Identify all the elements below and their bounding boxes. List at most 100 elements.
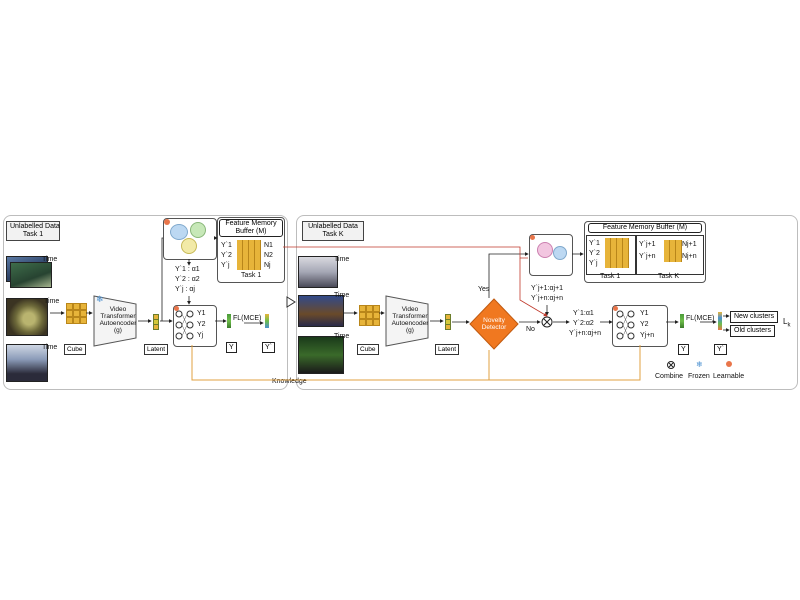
prediction-vector — [227, 314, 231, 328]
y-pred-box: Y` — [714, 344, 727, 355]
combined-pseudo-label: Y`1:α1 — [573, 310, 594, 317]
taskk-data-header: Unlabelled Data Task K — [302, 221, 364, 242]
nn-output: Y2 — [640, 321, 649, 328]
cluster-blob — [553, 246, 567, 260]
fmb-count: N1 — [264, 242, 273, 249]
video-transformer-encoder-left — [93, 295, 137, 347]
video-thumbnail-3 — [6, 344, 48, 382]
fmb-task-label: Task 1 — [600, 273, 621, 280]
nn-output: Yj+n — [640, 332, 655, 339]
learnable-icon — [174, 306, 179, 311]
learnable-icon — [530, 235, 535, 240]
fmb-row-label: Y`2 — [589, 250, 600, 257]
fmb-title: Feature Memory Buffer (M) — [588, 223, 702, 233]
cube-icon — [359, 305, 380, 326]
cube-label: Cube — [64, 344, 86, 355]
cube-icon — [66, 303, 87, 324]
cluster-blob — [170, 224, 188, 240]
learnable-legend-icon — [726, 361, 732, 367]
loss-label: FL(MCE) — [233, 315, 262, 322]
legend-combine: Combine — [655, 373, 684, 380]
knowledge-label: Knowledge — [272, 378, 307, 385]
nn-output: Y1 — [640, 310, 649, 317]
combined-pseudo-label: Y`j+n:αj+n — [569, 330, 602, 337]
combine-icon — [541, 316, 553, 328]
latent-label: Latent — [144, 344, 169, 355]
fmb-row-label: Y`j+1 — [639, 241, 656, 248]
fmb-count: Nj+1 — [682, 241, 697, 248]
video-transformer-encoder-right — [385, 295, 429, 347]
new-pseudo-label: Y`j+n:αj+n — [531, 295, 564, 302]
time-label: Time — [334, 333, 350, 340]
video-thumbnail-2 — [6, 298, 48, 336]
cluster-blob — [190, 222, 206, 238]
task1-data-header: Unlabelled Data Task 1 — [6, 221, 60, 242]
fmb-feature-blocks — [605, 238, 629, 268]
snowflake-icon: ❄ — [96, 294, 104, 304]
fmb-feature-blocks — [664, 240, 682, 262]
learnable-icon — [613, 306, 618, 311]
latent-label: Latent — [435, 344, 460, 355]
fmb-count: Nj+n — [682, 253, 697, 260]
fmb-row-label: Y`1 — [589, 240, 600, 247]
target-vector — [718, 312, 722, 330]
fmb-count: Nj — [264, 262, 271, 269]
legend-learnable: Learnable — [713, 373, 745, 380]
fmb-task-label: Task 1 — [241, 272, 262, 279]
time-label: Time — [44, 298, 60, 305]
cluster-blob — [181, 238, 197, 254]
target-vector — [265, 314, 269, 328]
nn-graph — [616, 310, 635, 340]
fmb-feature-blocks — [237, 240, 261, 270]
nn-output: Yj — [197, 332, 204, 339]
cube-label: Cube — [357, 344, 379, 355]
fmb-row-label: Y`2 — [221, 252, 232, 259]
fmb-new-section — [636, 235, 704, 275]
video-thumbnail-6 — [298, 336, 344, 374]
fmb-row-label: Y`j — [221, 262, 230, 269]
loss-label: FL(MCE) — [686, 315, 715, 322]
latent-vector — [445, 314, 451, 330]
fmb-row-label: Y`j+n — [639, 253, 656, 260]
encoder-label: Video Transformer Autoencoder (g) — [99, 306, 137, 335]
latent-vector — [153, 314, 159, 330]
fmb-title: Feature Memory Buffer (M) — [219, 219, 283, 237]
loss-symbol: Lk — [783, 317, 791, 329]
nn-output: Y2 — [197, 321, 206, 328]
prediction-vector — [680, 314, 684, 328]
nn-output: Y1 — [197, 310, 206, 317]
y-true-box: Y — [226, 342, 237, 353]
y-pred-box: Y` — [262, 342, 275, 353]
video-thumbnail-5 — [298, 295, 344, 327]
pseudo-label: Y`2 : α2 — [175, 276, 200, 283]
video-thumbnail-4 — [298, 256, 338, 288]
pseudo-label: Y`j : αj — [175, 286, 195, 293]
y-true-box: Y — [678, 344, 689, 355]
pseudo-label: Y`1 : α1 — [175, 266, 200, 273]
video-thumbnail-1-back — [10, 262, 52, 288]
encoder-label: Video Transformer Autoencoder (g) — [391, 306, 429, 335]
new-clusters-box: New clusters — [730, 311, 779, 323]
fmb-row-label: Y`j — [589, 260, 598, 267]
old-clusters-box: Old clusters — [730, 325, 775, 337]
time-label: Time — [334, 292, 350, 299]
time-label: Time — [42, 344, 58, 351]
legend-frozen: Frozen — [688, 373, 710, 380]
no-label: No — [526, 326, 535, 333]
fmb-task-label: Task K — [658, 273, 680, 280]
fmb-count: N2 — [264, 252, 273, 259]
time-label: Time — [334, 256, 350, 263]
novelty-detector-label: Novelty Detector — [481, 317, 507, 332]
new-pseudo-label: Y`j+1:αj+1 — [531, 285, 564, 292]
fmb-old-section — [586, 235, 636, 275]
combined-pseudo-label: Y`2:α2 — [573, 320, 594, 327]
time-label: Time — [42, 256, 58, 263]
learnable-icon — [164, 219, 170, 225]
combine-legend-icon — [667, 361, 675, 369]
cluster-blob — [537, 242, 553, 258]
nn-graph — [175, 310, 194, 340]
frozen-legend-icon: ❄ — [696, 360, 703, 369]
yes-label: Yes — [478, 286, 490, 293]
step-arrow-icon — [286, 296, 296, 308]
fmb-row-label: Y`1 — [221, 242, 232, 249]
